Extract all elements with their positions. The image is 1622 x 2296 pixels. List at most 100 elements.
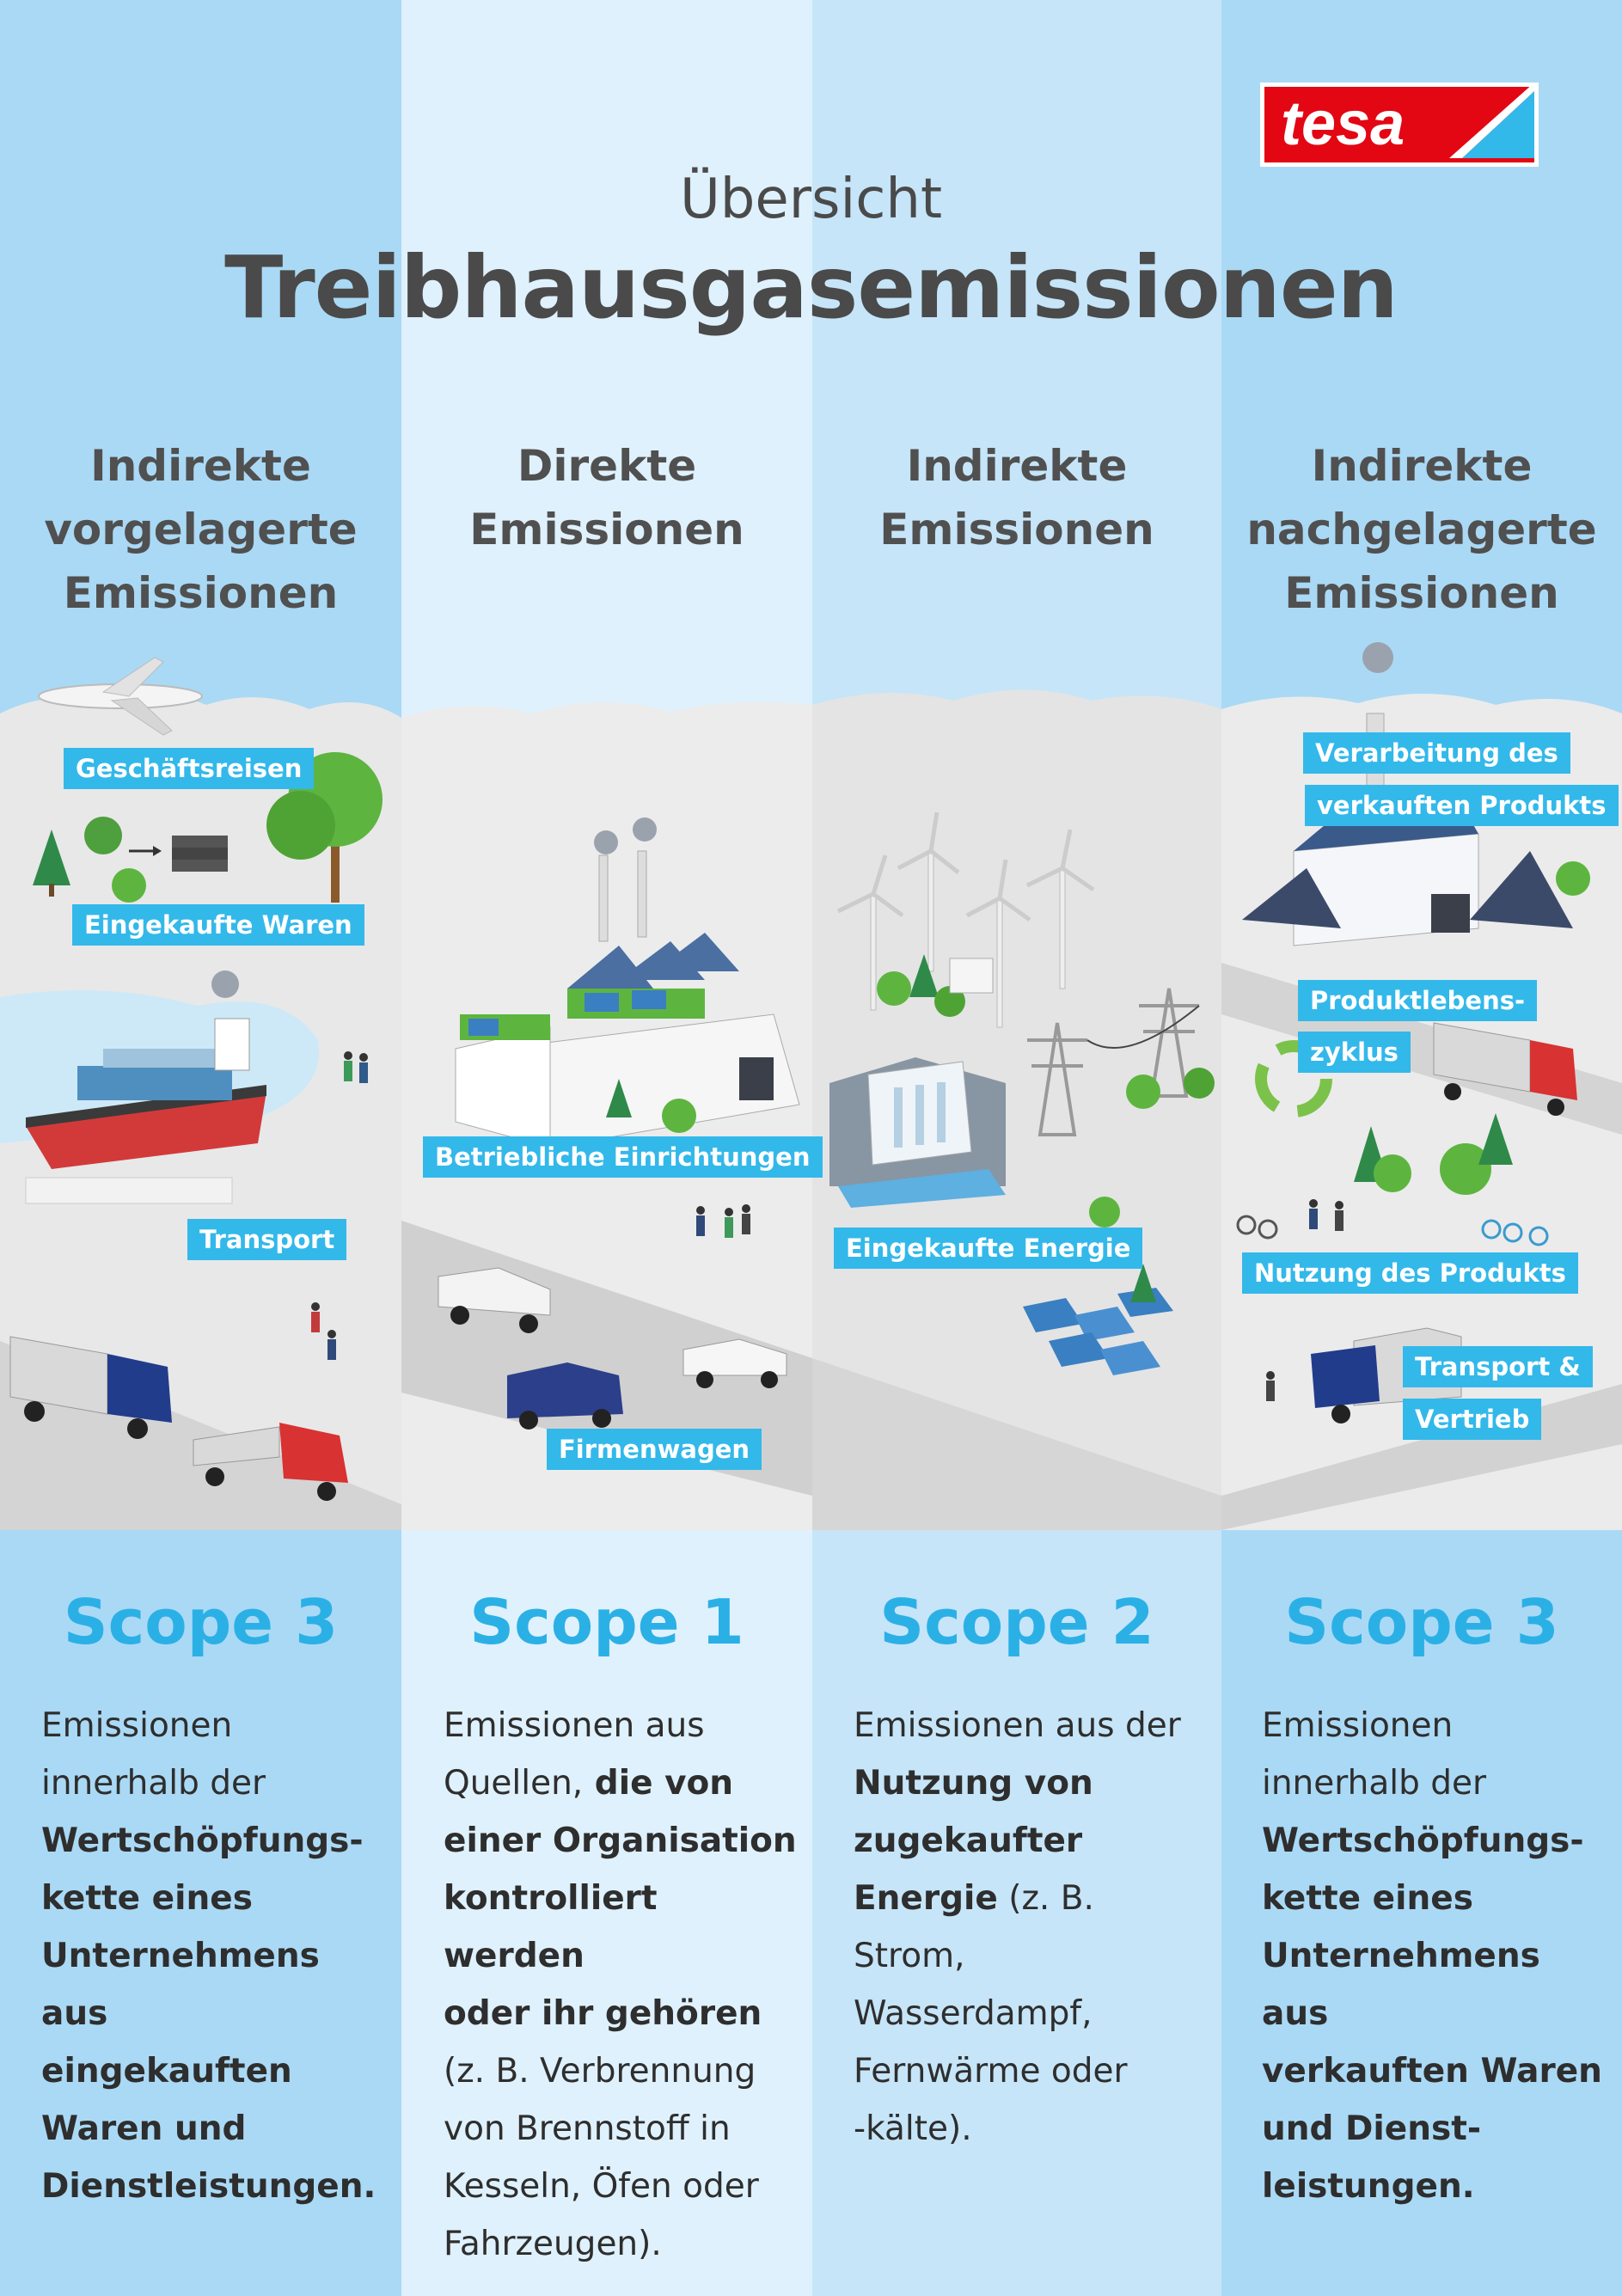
wind-turbine-icon: [897, 811, 960, 972]
tag-transport: Transport: [187, 1219, 347, 1260]
tree-icon: [1126, 1075, 1160, 1109]
heading-line: Indirekte: [906, 441, 1128, 491]
description-line: Fernwärme oder: [854, 2052, 1128, 2091]
goods-stack-icon: [172, 836, 228, 872]
processing-plant-icon: [1242, 642, 1573, 946]
tree-icon: [1478, 1113, 1513, 1165]
van-icon: [507, 1362, 623, 1430]
description-line: (z. B. Verbrennung: [444, 2052, 756, 2091]
scope-label-upstream: Scope 3: [63, 1586, 339, 1658]
description-line: Emissionen aus: [444, 1706, 705, 1745]
heading-line: Emissionen: [469, 505, 744, 554]
wind-turbine-icon: [1025, 829, 1095, 989]
tag-purchased-energy: Eingekaufte Energie: [834, 1228, 1143, 1269]
bicycle-icon: [1236, 1215, 1278, 1240]
tesa-logo: tesa: [1260, 83, 1539, 167]
description-line: Nutzung von: [854, 1764, 1093, 1803]
description-direct: Emissionen aus Quellen, die von einer Or…: [444, 1697, 805, 2273]
svg-text:tesa: tesa: [1281, 89, 1405, 158]
description-line: von Brennstoff in: [444, 2109, 731, 2148]
description-line: verkauften Waren: [1262, 2052, 1602, 2091]
tag-business-travel: Geschäftsreisen: [64, 748, 315, 789]
tree-icon: [1184, 1068, 1215, 1099]
description-line: Energie (z. B. Strom,: [854, 1879, 1094, 1975]
solar-panel-icon: [1023, 1288, 1173, 1375]
tag-company-cars: Firmenwagen: [547, 1429, 762, 1470]
description-line: eingekauften: [41, 2052, 292, 2091]
tree-icon: [1556, 861, 1590, 896]
heading-line: Emissionen: [63, 568, 339, 618]
truck-icon: [9, 1336, 172, 1439]
description-line: Emissionen: [1262, 1706, 1454, 1745]
airplane-icon: [38, 657, 203, 736]
page-title: Treibhausgasemissionen: [224, 237, 1399, 338]
substation-building: [949, 958, 994, 994]
tree-icon: [909, 954, 939, 997]
tag-lifecycle-line1: Produktlebens-: [1298, 980, 1538, 1021]
tree-icon: [1440, 1143, 1491, 1195]
power-pylon-icon: [1027, 1022, 1087, 1136]
person-icon: [327, 1330, 336, 1360]
power-pylon-icon: [1139, 988, 1199, 1098]
person-icon: [359, 1053, 368, 1083]
description-line: Wasserdampf,: [854, 1994, 1093, 2033]
person-icon: [311, 1302, 320, 1332]
description-line: Emissionen: [41, 1706, 233, 1745]
person-icon: [742, 1204, 750, 1234]
car-icon: [682, 1338, 787, 1388]
person-icon: [696, 1206, 705, 1236]
description-line: innerhalb der: [41, 1764, 266, 1803]
description-line: kette eines: [1262, 1879, 1473, 1918]
description-line: Wertschöpfungs-: [1262, 1821, 1584, 1860]
heading-line: Emissionen: [1284, 568, 1559, 618]
person-icon: [344, 1051, 352, 1081]
scope-label-direct: Scope 1: [469, 1586, 744, 1658]
pickup-truck-icon: [193, 1423, 348, 1501]
container-ship-icon: [26, 970, 266, 1169]
description-line: kontrolliert werden: [444, 1879, 658, 1975]
tag-operational-facilities: Betriebliche Einrichtungen: [423, 1136, 823, 1178]
heading-indirect: Indirekte Emissionen: [812, 434, 1221, 561]
page-pretitle: Übersicht: [679, 168, 943, 231]
road-indirect: [812, 1358, 1221, 1530]
heading-line: Direkte: [517, 441, 697, 491]
description-line: Kesseln, Öfen oder: [444, 2167, 759, 2206]
person-icon: [725, 1208, 733, 1238]
heading-downstream: Indirekte nachgelagerte Emissionen: [1221, 434, 1622, 625]
description-line: Emissionen aus der: [854, 1706, 1181, 1745]
description-line: Wertschöpfungs-: [41, 1821, 364, 1860]
bicycle-icon: [1481, 1219, 1549, 1246]
tree-icon: [84, 817, 122, 854]
heading-direct: Direkte Emissionen: [401, 434, 812, 561]
description-line: -kälte).: [854, 2109, 972, 2148]
tree-icon: [934, 986, 965, 1017]
heading-line: Emissionen: [879, 505, 1154, 554]
tree-icon: [1089, 1197, 1120, 1228]
scope-label-downstream: Scope 3: [1284, 1586, 1559, 1658]
wind-turbine-icon: [965, 859, 1031, 1028]
factory-icon: [455, 817, 800, 1148]
tree-icon: [1130, 1264, 1156, 1302]
tree-icon: [606, 1079, 632, 1117]
recycle-icon: [1255, 1040, 1332, 1117]
heading-line: Indirekte: [1311, 441, 1533, 491]
description-line: Fahrzeugen).: [444, 2225, 662, 2263]
tag-processing-line2: verkauften Produkts: [1305, 785, 1619, 826]
truck-icon: [1433, 1022, 1577, 1116]
tree-icon: [1374, 1154, 1411, 1192]
tag-lifecycle-line2: zyklus: [1298, 1032, 1411, 1073]
tree-icon: [662, 1099, 696, 1133]
tag-transport-line2: Vertrieb: [1403, 1399, 1542, 1440]
description-line: zugekaufter: [854, 1821, 1083, 1860]
tree-icon: [112, 868, 146, 903]
person-icon: [1309, 1199, 1318, 1229]
person-icon: [1266, 1371, 1275, 1401]
description-line: Unternehmens aus: [1262, 1937, 1540, 2033]
description-line: kette eines: [41, 1879, 253, 1918]
heading-line: Indirekte: [90, 441, 311, 491]
tag-product-use: Nutzung des Produkts: [1242, 1252, 1578, 1294]
person-icon: [1335, 1201, 1344, 1231]
tag-processing-line1: Verarbeitung des: [1303, 732, 1570, 774]
heading-line: nachgelagerte: [1246, 505, 1597, 554]
illustration-band: [0, 642, 1622, 1530]
